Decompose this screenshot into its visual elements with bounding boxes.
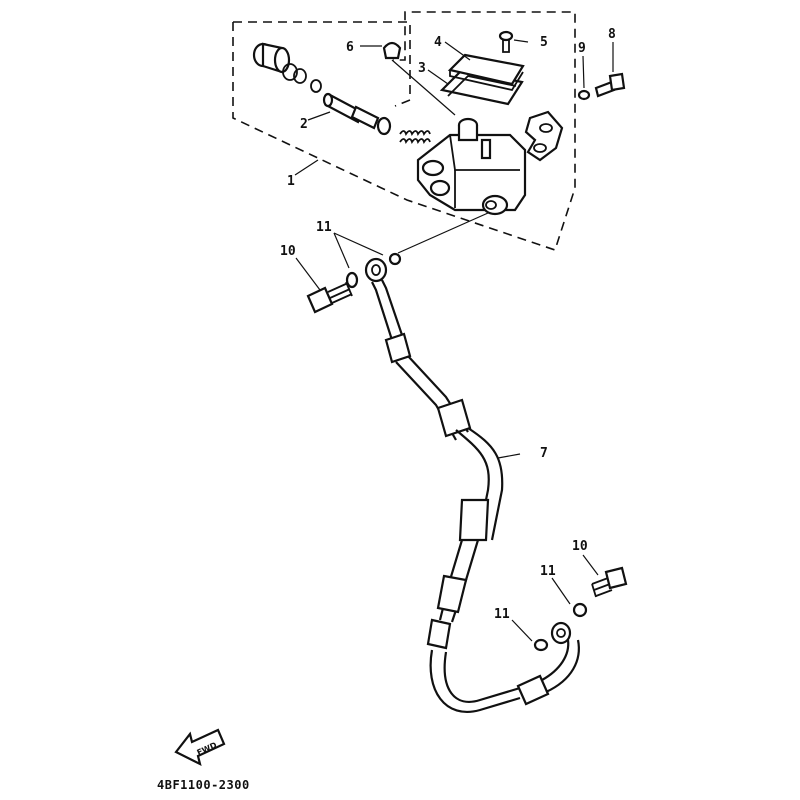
upper-union-bolt: [306, 281, 353, 314]
callout-11-lower-a: 11: [540, 564, 556, 579]
master-cylinder-assembly-boundary: [232, 11, 576, 252]
lower-washers: [533, 602, 588, 652]
brake-hose: [364, 257, 580, 713]
cap: [382, 41, 402, 60]
holder-bolt: [594, 72, 626, 98]
callout-11-upper: 11: [316, 220, 332, 235]
callout-9: 9: [578, 41, 586, 56]
drawing-code: 4BF1100-2300: [157, 778, 250, 792]
lower-union-bolt: [591, 566, 628, 598]
callout-2: 2: [300, 117, 308, 132]
callout-6: 6: [346, 40, 354, 55]
callout-4: 4: [434, 35, 442, 50]
reservoir-cover: [447, 53, 525, 92]
callout-8: 8: [608, 27, 616, 42]
callout-1: 1: [287, 174, 295, 189]
callout-10-upper: 10: [280, 244, 296, 259]
callout-5: 5: [540, 35, 548, 50]
leader-lines: [294, 39, 614, 642]
cover-screw: [498, 30, 514, 53]
master-cylinder-body: [416, 117, 527, 216]
piston-kit: [252, 42, 431, 145]
upper-washers: [345, 252, 402, 289]
holder-washer: [577, 89, 591, 101]
callout-10-lower: 10: [572, 539, 588, 554]
handlebar-holder: [524, 110, 564, 162]
callout-3: 3: [418, 61, 426, 76]
callout-11-lower-b: 11: [494, 607, 510, 622]
callout-labels: 1 2 3 4 5 6 7 8 9 10 10 11 11 11: [280, 27, 616, 622]
forward-arrow-icon: FWD: [174, 728, 226, 767]
callout-7: 7: [540, 446, 548, 461]
